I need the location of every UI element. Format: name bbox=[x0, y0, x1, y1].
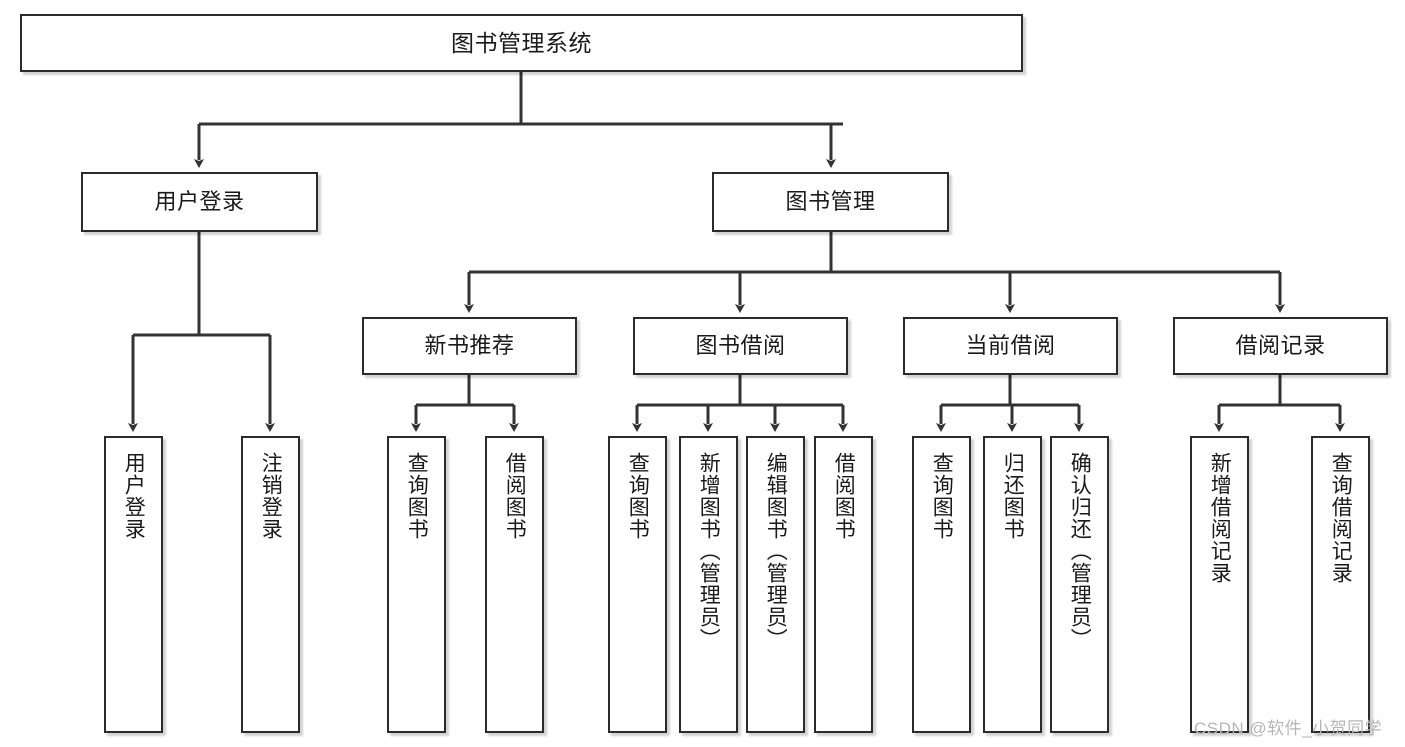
node-leaf-return-book[interactable]: 归还图书 bbox=[983, 436, 1042, 733]
node-root-label: 图书管理系统 bbox=[451, 29, 592, 56]
node-user-login[interactable]: 用户登录 bbox=[81, 172, 318, 232]
node-leaf-borrow-book-1-label: 借阅图书 bbox=[503, 452, 527, 540]
node-leaf-add-record[interactable]: 新增借阅记录 bbox=[1190, 436, 1249, 733]
node-leaf-logout[interactable]: 注销登录 bbox=[241, 436, 300, 733]
node-leaf-return-book-label: 归还图书 bbox=[1001, 452, 1025, 540]
node-leaf-edit-book-label: 编辑图书（管理员） bbox=[764, 452, 788, 650]
node-leaf-confirm-return-label: 确认归还（管理员） bbox=[1068, 452, 1092, 650]
node-leaf-add-book[interactable]: 新增图书（管理员） bbox=[679, 436, 738, 733]
node-leaf-query-book-1[interactable]: 查询图书 bbox=[387, 436, 446, 733]
node-new-book-rec[interactable]: 新书推荐 bbox=[362, 317, 577, 375]
node-leaf-query-record-label: 查询借阅记录 bbox=[1329, 452, 1353, 584]
node-leaf-add-record-label: 新增借阅记录 bbox=[1208, 452, 1232, 584]
node-borrow-record[interactable]: 借阅记录 bbox=[1173, 317, 1388, 375]
node-new-book-rec-label: 新书推荐 bbox=[424, 333, 515, 359]
node-leaf-borrow-book-2[interactable]: 借阅图书 bbox=[814, 436, 873, 733]
node-root[interactable]: 图书管理系统 bbox=[20, 14, 1023, 72]
node-book-borrow[interactable]: 图书借阅 bbox=[633, 317, 848, 375]
node-leaf-user-login[interactable]: 用户登录 bbox=[104, 436, 163, 733]
node-leaf-edit-book[interactable]: 编辑图书（管理员） bbox=[746, 436, 805, 733]
node-user-login-label: 用户登录 bbox=[154, 189, 245, 215]
node-current-borrow-label: 当前借阅 bbox=[965, 333, 1056, 359]
node-borrow-record-label: 借阅记录 bbox=[1235, 333, 1326, 359]
node-leaf-borrow-book-2-label: 借阅图书 bbox=[832, 452, 856, 540]
node-leaf-query-book-2[interactable]: 查询图书 bbox=[608, 436, 667, 733]
node-book-manage[interactable]: 图书管理 bbox=[712, 172, 949, 232]
node-leaf-query-book-3-label: 查询图书 bbox=[930, 452, 954, 540]
csdn-watermark: CSDN @软件_小贺同学 bbox=[1194, 719, 1383, 738]
node-current-borrow[interactable]: 当前借阅 bbox=[903, 317, 1118, 375]
node-leaf-query-record[interactable]: 查询借阅记录 bbox=[1311, 436, 1370, 733]
node-book-manage-label: 图书管理 bbox=[785, 189, 876, 215]
node-leaf-query-book-1-label: 查询图书 bbox=[405, 452, 429, 540]
node-leaf-user-login-label: 用户登录 bbox=[122, 452, 146, 540]
node-leaf-confirm-return[interactable]: 确认归还（管理员） bbox=[1050, 436, 1109, 733]
node-leaf-add-book-label: 新增图书（管理员） bbox=[697, 452, 721, 650]
node-leaf-query-book-3[interactable]: 查询图书 bbox=[912, 436, 971, 733]
node-leaf-borrow-book-1[interactable]: 借阅图书 bbox=[485, 436, 544, 733]
node-leaf-query-book-2-label: 查询图书 bbox=[626, 452, 650, 540]
node-leaf-logout-label: 注销登录 bbox=[259, 452, 283, 540]
node-book-borrow-label: 图书借阅 bbox=[695, 333, 786, 359]
